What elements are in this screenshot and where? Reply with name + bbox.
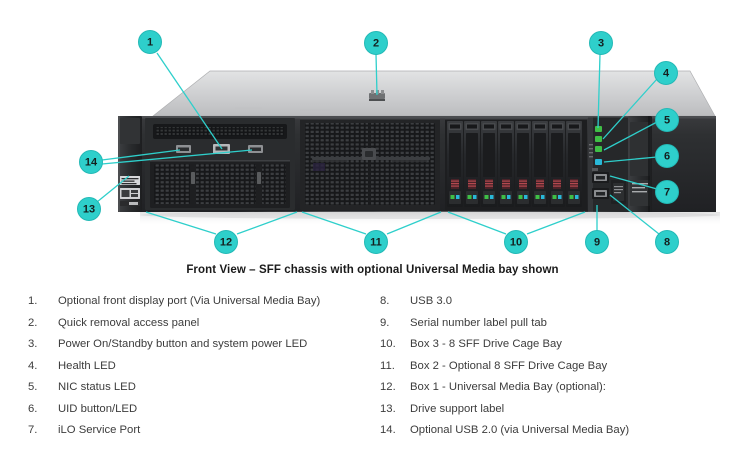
legend-item: 6. UID button/LED [28, 403, 372, 425]
legend-item-text: Box 3 - 8 SFF Drive Cage Bay [410, 338, 562, 350]
legend-item-text: Optional front display port (Via Univers… [58, 295, 321, 307]
callout-4[interactable]: 4 [654, 61, 678, 85]
callout-9[interactable]: 9 [585, 230, 609, 254]
box-2-blank-drive-cage [300, 118, 440, 210]
callout-10[interactable]: 10 [504, 230, 528, 254]
callout-13-label: 13 [83, 204, 95, 216]
legend-item-number: 10. [380, 338, 396, 350]
legend-item-number: 8. [380, 295, 390, 307]
callout-markers: 1 2 3 4 5 6 7 8 [77, 30, 679, 254]
legend-item-text: NIC status LED [58, 381, 136, 393]
callout-13[interactable]: 13 [77, 197, 101, 221]
figure-caption: Front View – SFF chassis with optional U… [186, 264, 559, 276]
right-rack-ear [628, 116, 652, 212]
legend: 1. Optional front display port (Via Univ… [0, 295, 745, 446]
legend-item-number: 12. [380, 381, 396, 393]
callout-7-label: 7 [664, 187, 670, 199]
legend-item: 5. NIC status LED [28, 381, 372, 403]
serial-number-pull-tab [611, 180, 626, 204]
legend-item-text: Drive support label [410, 402, 505, 415]
legend-item: 4. Health LED [28, 360, 372, 382]
legend-item-number: 9. [380, 316, 390, 329]
callout-3-label: 3 [598, 38, 604, 50]
usb-2-port-left [176, 145, 191, 153]
legend-item-text: Quick removal access panel [58, 316, 200, 329]
callout-leader-lines [96, 52, 660, 235]
legend-item-number: 1. [28, 295, 38, 307]
callout-12-label: 12 [220, 237, 232, 249]
callout-10-label: 10 [510, 237, 522, 249]
chassis-top-cover [153, 71, 715, 116]
usb-2-port-right [248, 145, 263, 153]
callout-9-label: 9 [594, 237, 600, 249]
callout-14[interactable]: 14 [79, 150, 103, 174]
nic-status-led [595, 146, 602, 152]
callout-4-label: 4 [663, 68, 670, 80]
callout-11[interactable]: 11 [364, 230, 388, 254]
legend-item: 11. Box 2 - Optional 8 SFF Drive Cage Ba… [380, 360, 745, 382]
server-chassis [118, 70, 720, 226]
legend-item: 2. Quick removal access panel [28, 317, 372, 339]
callout-5-label: 5 [664, 115, 670, 127]
right-control-panel [588, 116, 628, 212]
callout-2[interactable]: 2 [364, 31, 388, 55]
legend-item-text: Box 1 - Universal Media Bay (optional): [410, 381, 606, 393]
callout-3[interactable]: 3 [589, 31, 613, 55]
callout-6-label: 6 [664, 151, 670, 163]
callout-1[interactable]: 1 [138, 30, 162, 54]
health-led [595, 136, 602, 142]
legend-item-text: UID button/LED [58, 402, 138, 415]
legend-item: 10. Box 3 - 8 SFF Drive Cage Bay [380, 338, 745, 360]
legend-item-text: Optional USB 2.0 (via Universal Media Ba… [410, 424, 630, 436]
callout-14-label: 14 [85, 157, 98, 169]
universal-media-bay-panel [145, 118, 295, 210]
usb-3-port [592, 188, 609, 199]
callout-12[interactable]: 12 [214, 230, 238, 254]
status-led-cluster [589, 126, 602, 165]
legend-item-number: 7. [28, 424, 38, 436]
legend-item: 14. Optional USB 2.0 (via Universal Medi… [380, 424, 745, 446]
legend-column-left: 1. Optional front display port (Via Univ… [0, 295, 372, 446]
callout-2-label: 2 [373, 38, 379, 50]
legend-item-number: 13. [380, 402, 396, 415]
legend-item-number: 2. [28, 316, 38, 329]
legend-item-text: USB 3.0 [410, 295, 453, 307]
legend-item-number: 3. [28, 338, 38, 350]
callout-6[interactable]: 6 [655, 144, 679, 168]
legend-item-number: 6. [28, 402, 38, 415]
legend-item: 12. Box 1 - Universal Media Bay (optiona… [380, 381, 745, 403]
uid-button-led [595, 159, 602, 165]
legend-item-text: Health LED [58, 359, 116, 372]
legend-item-number: 5. [28, 381, 38, 393]
legend-item-number: 11. [380, 359, 395, 372]
callout-8-label: 8 [664, 237, 670, 249]
legend-column-right: 8. USB 3.0 9. Serial number label pull t… [372, 295, 745, 446]
callout-8[interactable]: 8 [655, 230, 679, 254]
legend-item: 9. Serial number label pull tab [380, 317, 745, 339]
legend-item: 7. iLO Service Port [28, 424, 372, 446]
callout-11-label: 11 [370, 237, 382, 249]
legend-item-number: 14. [380, 424, 396, 436]
ilo-service-port [592, 168, 609, 183]
legend-item: 8. USB 3.0 [380, 295, 745, 317]
server-front-view-diagram: 1 2 3 4 5 6 7 8 [77, 30, 720, 254]
optional-front-display-port [153, 124, 287, 139]
drive-carrier [447, 121, 582, 207]
legend-item-number: 4. [28, 359, 38, 372]
left-rack-ear [118, 116, 142, 212]
legend-item: 3. Power On/Standby button and system po… [28, 338, 372, 360]
callout-7[interactable]: 7 [655, 180, 679, 204]
blank-cage-handle [312, 148, 430, 160]
legend-item: 1. Optional front display port (Via Univ… [28, 295, 372, 317]
callout-5[interactable]: 5 [655, 108, 679, 132]
legend-item-text: Serial number label pull tab [410, 316, 547, 329]
legend-item-text: Box 2 - Optional 8 SFF Drive Cage Bay [410, 359, 608, 372]
box-3-sff-drive-cage [445, 118, 587, 210]
drive-support-label [120, 176, 140, 206]
power-button-led [595, 126, 602, 132]
legend-item: 13. Drive support label [380, 403, 745, 425]
callout-1-label: 1 [147, 37, 153, 49]
legend-item-text: Power On/Standby button and system power… [58, 338, 308, 350]
legend-item-text: iLO Service Port [58, 424, 141, 436]
